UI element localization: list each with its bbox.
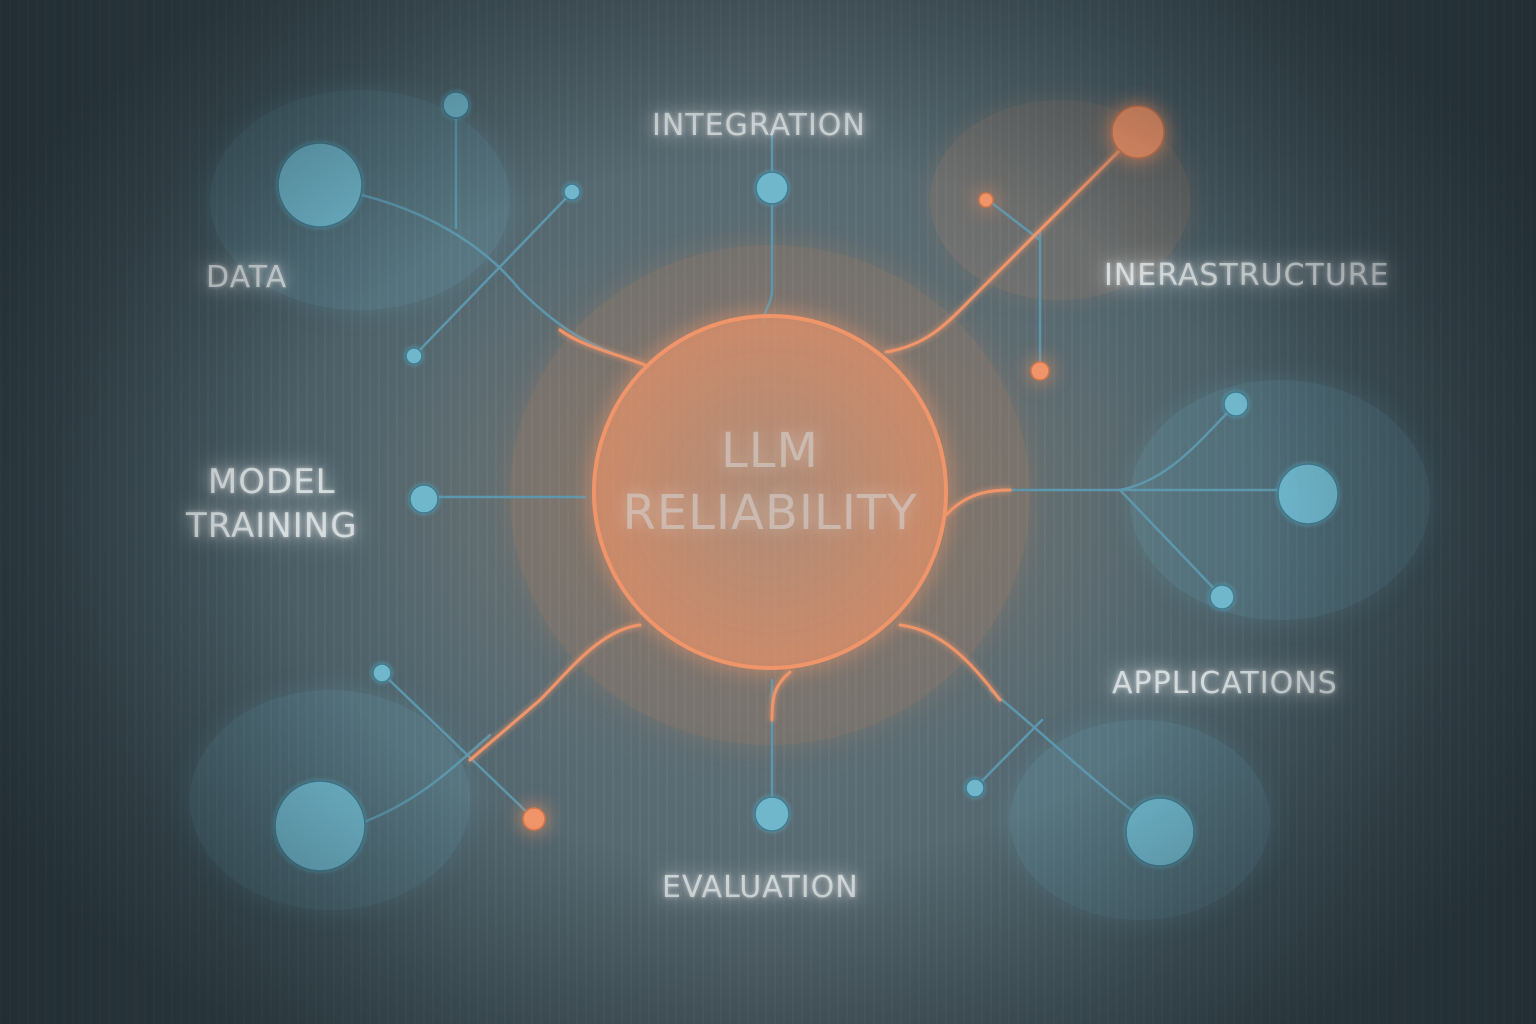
node-integration [755, 171, 789, 205]
label-evaluation: EVALUATION [662, 870, 859, 905]
label-model-training-line2: TRAINING [186, 506, 358, 546]
node-infrastructure-large [1111, 105, 1165, 159]
node-evaluation [754, 796, 790, 832]
node-data-small-left [405, 347, 423, 365]
label-integration: INTEGRATION [652, 108, 866, 143]
node-data-small-right [563, 183, 581, 201]
node-bottom-left-large [274, 780, 366, 872]
center-title-line1: LLM [721, 423, 819, 479]
node-model-training [409, 484, 439, 514]
node-apps-large [1277, 463, 1339, 525]
node-apps-bottom [1209, 584, 1235, 610]
node-bottom-right-large [1125, 797, 1195, 867]
label-model-training-line1: MODEL [207, 462, 336, 502]
label-infrastructure: INERASTRUCTURE [1104, 258, 1390, 293]
label-model-training: MODEL TRAINING [186, 460, 358, 548]
node-bottom-left-orange [522, 807, 546, 831]
label-data: DATA [206, 260, 288, 295]
label-applications: APPLICATIONS [1112, 666, 1338, 701]
node-data-top [442, 91, 470, 119]
center-title: LLM RELIABILITY [595, 420, 945, 544]
node-infrastructure-bottom [1030, 361, 1050, 381]
center-title-line2: RELIABILITY [622, 485, 918, 541]
node-infrastructure-small [978, 192, 994, 208]
node-apps-top [1223, 391, 1249, 417]
node-bottom-left-small [372, 663, 392, 683]
node-bottom-right-small [965, 778, 985, 798]
node-data-large [277, 142, 363, 228]
